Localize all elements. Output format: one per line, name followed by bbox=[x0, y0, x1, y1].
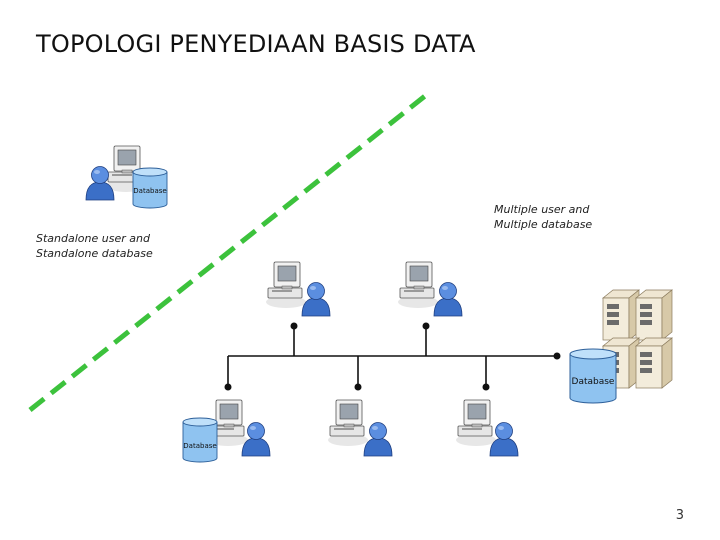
network-nodes bbox=[224, 322, 561, 391]
standalone-caption-line2: Standalone database bbox=[36, 247, 153, 260]
standalone-database-icon: Database bbox=[132, 167, 168, 209]
workstation-bottom-3 bbox=[455, 399, 519, 457]
standalone-caption-line1: Standalone user and bbox=[36, 232, 150, 245]
multiple-caption-line1: Multiple user and bbox=[494, 203, 590, 216]
client-database-icon: Database bbox=[182, 417, 218, 463]
network-bus bbox=[227, 326, 557, 387]
workstation-top-2 bbox=[397, 261, 463, 317]
multiple-caption: Multiple user and Multiple database bbox=[494, 202, 592, 232]
workstation-bottom-2 bbox=[327, 399, 393, 457]
standalone-database-label: Database bbox=[133, 187, 166, 195]
server-database-icon: Database bbox=[569, 348, 617, 404]
client-database-label: Database bbox=[183, 442, 216, 450]
page-number: 3 bbox=[675, 508, 684, 523]
multiple-caption-line2: Multiple database bbox=[494, 218, 593, 231]
workstation-top-1 bbox=[265, 261, 331, 317]
standalone-caption: Standalone user and Standalone database bbox=[36, 231, 153, 261]
server-database-label: Database bbox=[572, 377, 615, 387]
page-title: TOPOLOGI PENYEDIAAN BASIS DATA bbox=[36, 30, 476, 58]
divider-line bbox=[28, 94, 427, 412]
